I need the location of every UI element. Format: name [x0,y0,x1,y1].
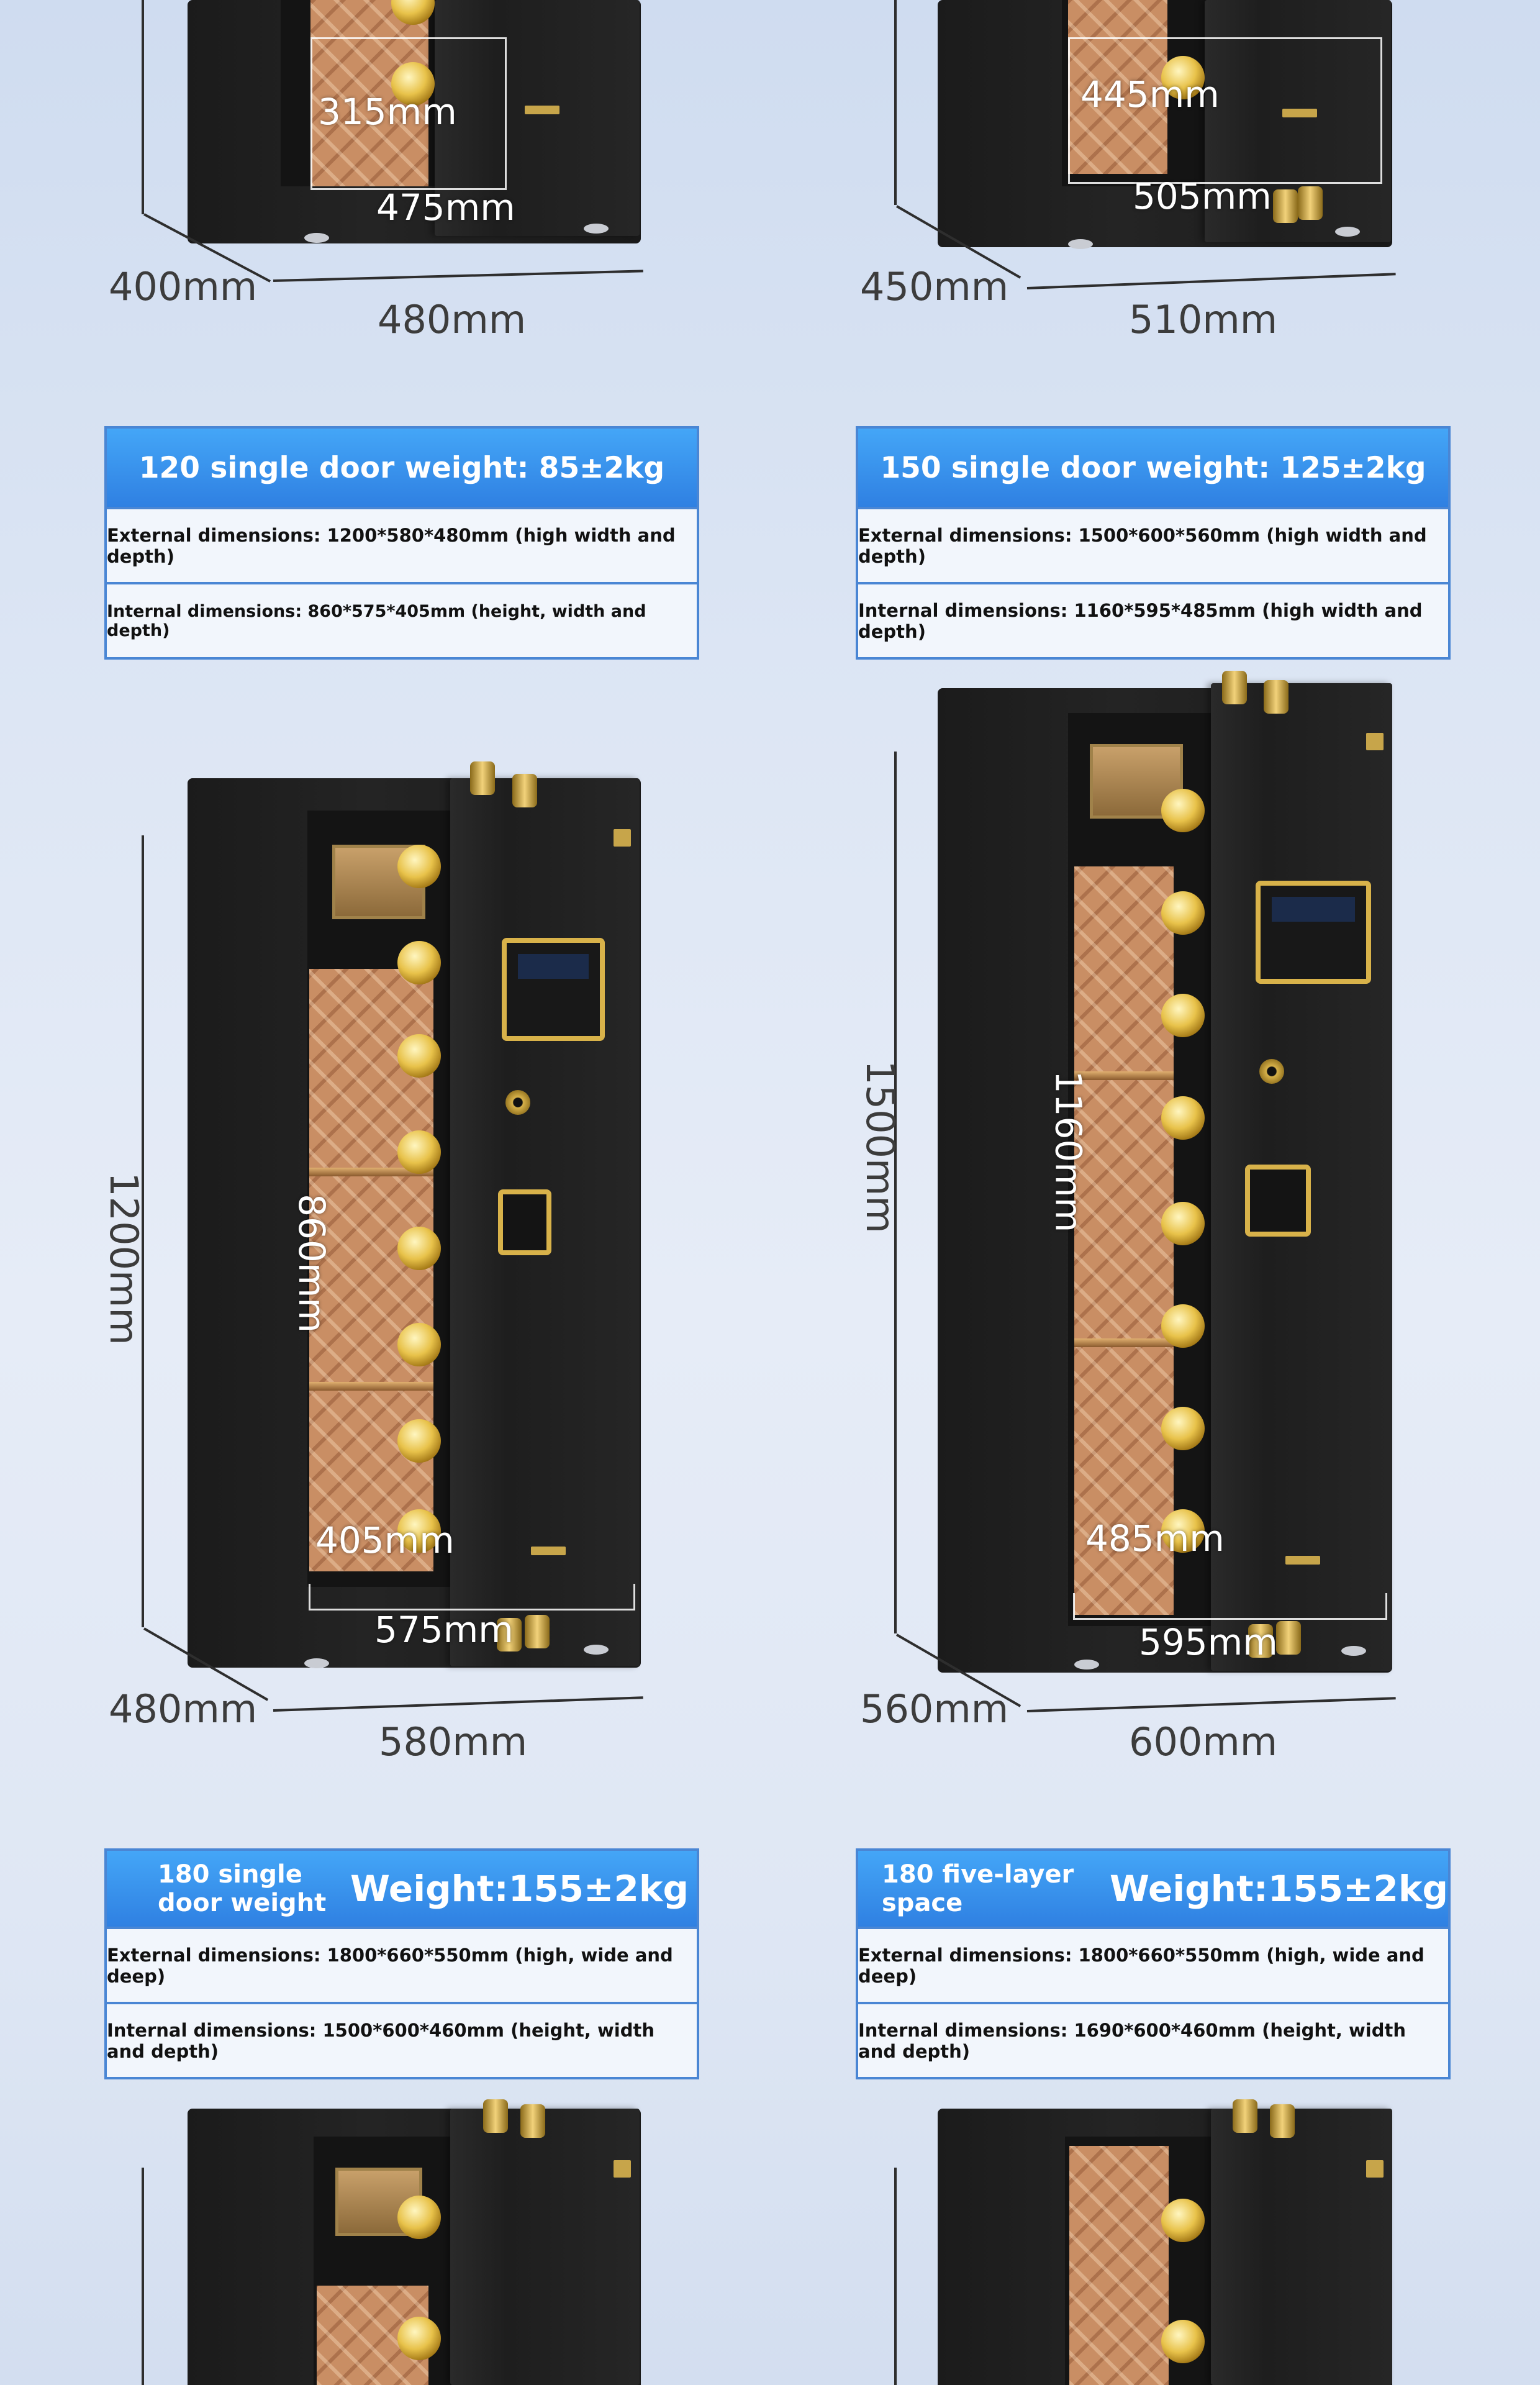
safe-150-height: 1500mm [857,1060,903,1233]
spec-180a-external: External dimensions: 1800*660*550mm (hig… [107,1944,673,1987]
spec-180a-internal: Internal dimensions: 1500*600*460mm (hei… [107,2002,697,2077]
spec-180b-external: External dimensions: 1800*660*550mm (hig… [858,1944,1424,1987]
top-left-depth-label: 475mm [376,186,515,229]
top-left-inner-width: 315mm [318,91,457,133]
safe-150-inner-height: 1160mm [1047,1070,1090,1233]
safe-120-inner-width: 575mm [374,1609,514,1651]
top-right-inner-width: 445mm [1080,73,1220,116]
top-right-outer-width: 510mm [1129,297,1278,342]
spec-table-120: 120 single door weight: 85±2kg External … [104,426,699,660]
spec-120-title: 120 single door weight: 85±2kg [107,429,697,509]
safe-150-inner-depth: 485mm [1085,1517,1225,1560]
top-right-outer-depth: 450mm [860,264,1009,309]
spec-150-external: External dimensions: 1500*600*560mm (hig… [858,524,1427,567]
safe-120-inner-height: 860mm [290,1194,333,1333]
spec-180a-title-big: Weight:155±2kg [350,1868,689,1910]
top-left-outer-depth: 400mm [109,264,258,309]
spec-table-150: 150 single door weight: 125±2kg External… [856,426,1451,660]
spec-180b-internal: Internal dimensions: 1690*600*460mm (hei… [858,2002,1448,2077]
spec-180b-title-big: Weight:155±2kg [1110,1868,1448,1910]
safe-120-depth: 480mm [109,1686,258,1732]
spec-150-title: 150 single door weight: 125±2kg [858,429,1448,509]
spec-table-180-single-door: 180 single door weight Weight:155±2kg Ex… [104,1848,699,2079]
spec-180a-title-small: 180 single door weight [158,1860,327,1917]
safe-150-depth: 560mm [860,1686,1009,1732]
safe-150-width: 600mm [1129,1719,1278,1765]
safe-120-inner-depth: 405mm [315,1519,455,1561]
safe-120-height: 1200mm [101,1172,147,1345]
spec-120-internal: Internal dimensions: 860*575*405mm (heig… [107,582,697,657]
top-left-outer-width: 480mm [378,297,527,342]
spec-120-external: External dimensions: 1200*580*480mm (hig… [107,524,676,567]
spec-180b-title: 180 five-layer space Weight:155±2kg [858,1851,1448,1929]
spec-180b-title-small: 180 five-layer space [882,1860,1074,1917]
spec-table-180-five-layer: 180 five-layer space Weight:155±2kg Exte… [856,1848,1451,2079]
safe-120-width: 580mm [379,1719,528,1765]
spec-150-internal: Internal dimensions: 1160*595*485mm (hig… [858,582,1448,657]
top-right-depth-label: 505mm [1133,175,1272,217]
spec-180a-title: 180 single door weight Weight:155±2kg [107,1851,697,1929]
safe-150-inner-width: 595mm [1139,1621,1278,1663]
